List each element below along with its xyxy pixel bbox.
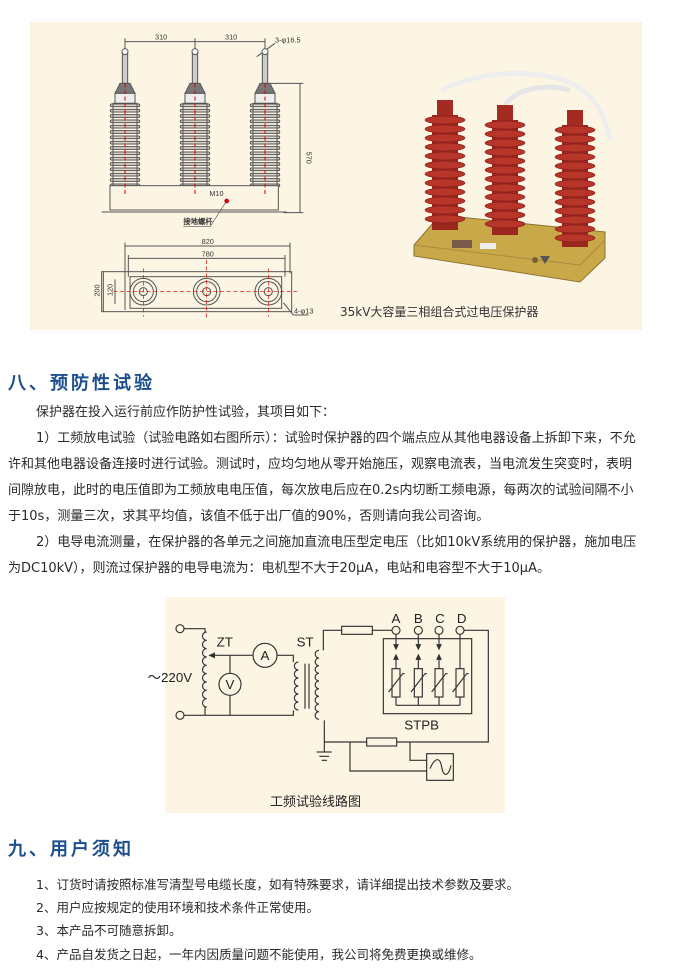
zt-label: ZT [217, 634, 233, 649]
photo-caption: 35kV大容量三相组合式过电压保护器 [340, 305, 539, 319]
terminal-c [434, 625, 444, 635]
terminal-a-label: A [392, 611, 401, 626]
insulator-drawing [249, 48, 281, 188]
coil [293, 661, 299, 711]
section-8-line: 为DC10kV），则流过保护器的电导电流为：电机型不大于20μA，电站和电容型不… [8, 561, 550, 576]
terminal-b [413, 625, 423, 635]
dim-spacing-2: 310 [225, 32, 237, 41]
section-8-line: 2）电导电流测量，在保护器的各单元之间施加直流电压型定电压（比如10kV系统用的… [36, 535, 637, 550]
section-8-heading: 八、预防性试验 [8, 373, 155, 394]
notice-item: 3、本产品不可随意拆卸。 [36, 923, 182, 938]
notice-item: 1、订货时请按照标准写清型号电缆长度，如有特殊要求，请详细提出技术参数及要求。 [36, 877, 519, 892]
terminal-d [455, 625, 465, 635]
terminal-b-label: B [414, 611, 423, 626]
dim-spacing-1: 310 [155, 32, 167, 41]
red-insulator [554, 110, 596, 247]
section-9-heading: 九、用户须知 [8, 839, 134, 860]
circuit-caption: 工频试验线路图 [270, 795, 362, 810]
terminal-c-label: C [435, 611, 445, 626]
st-label: ST [297, 634, 314, 649]
section-8-line: 于10s，测量三次，求其平均值，该值不低于出厂值的90%，否则请向我公司咨询。 [8, 509, 490, 524]
notice-item: 2、用户应按规定的使用环境和技术条件正常使用。 [36, 900, 319, 915]
section-8-line: 许和其他电器设备连接时进行试验。测试时，应均匀地从零开始施压，观察电流表，当电流… [8, 457, 633, 472]
section-8-line: 1）工频放电试验（试验电路如右图所示）：试验时保护器的四个端点应从其他电器设备上… [36, 431, 636, 446]
terminal-d-label: D [457, 611, 467, 626]
section-8-line: 间隙放电，此时的电压值即为工频放电电压值，每次放电后应在0.2s内切断工频电源，… [8, 483, 634, 498]
test-circuit-diagram: ZT ST ～220V A V A B C D STPB [148, 611, 489, 781]
dim-length-inner: 780 [202, 249, 214, 258]
voltage-label: ～220V [148, 670, 193, 685]
ammeter-label: A [261, 648, 270, 663]
stpb-label: STPB [404, 718, 439, 733]
terminal-a [391, 625, 401, 635]
notice-item: 4、产品自发货之日起，一年内因质量问题不能使用，我公司将免费更换或维修。 [36, 947, 482, 962]
dim-width-outer: 200 [92, 284, 101, 296]
voltmeter-label: V [226, 677, 235, 692]
product-photo [413, 71, 613, 283]
bolt-label: M10 [209, 189, 223, 198]
coil [201, 631, 207, 708]
ground-screw-label: 接地螺杆 [183, 217, 213, 226]
dim-width-inner: 120 [106, 284, 115, 296]
section-8-line: 保护器在投入运行前应作防护性试验，其项目如下： [36, 405, 336, 420]
red-insulator [484, 105, 526, 235]
red-insulator [424, 100, 466, 230]
coil [314, 649, 320, 720]
dim-height: 570 [305, 152, 314, 164]
hole-spec: 3-φ16.5 [275, 36, 301, 45]
mount-holes-label: 4-φ13 [294, 306, 313, 315]
dimension-drawing: 310 310 3-φ16.5 570 M10 接地螺杆 820 780 200… [92, 32, 314, 320]
dim-length-outer: 820 [202, 237, 214, 246]
